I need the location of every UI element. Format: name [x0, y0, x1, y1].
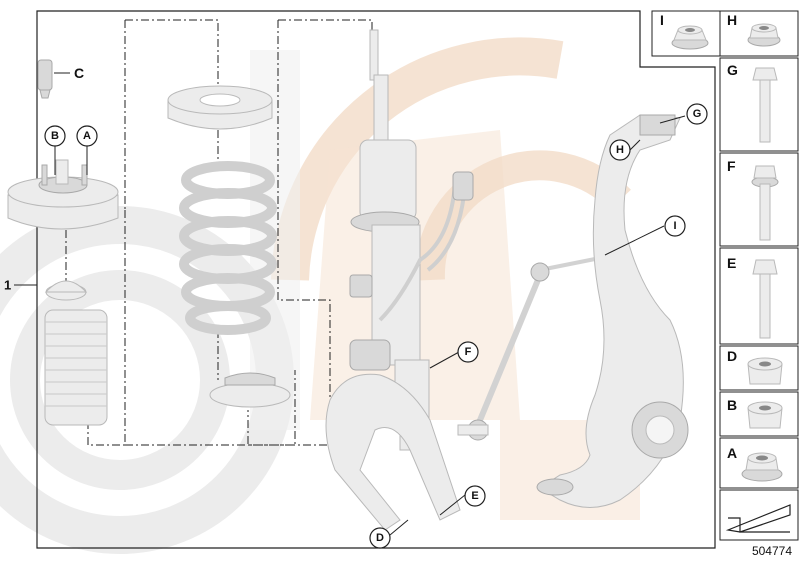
callout-g-label: G	[693, 108, 702, 120]
legend-panel	[651, 10, 799, 541]
flange-nut-i-icon	[671, 25, 709, 50]
callout-f-label: F	[465, 346, 472, 358]
hex-nut-d-icon	[747, 357, 783, 385]
item-1-label: 1	[4, 278, 11, 293]
upper-spring-seat	[167, 85, 273, 130]
callout-b: B	[44, 125, 66, 147]
callout-g: G	[686, 103, 708, 125]
callout-a-label: A	[83, 130, 91, 142]
coil-spring	[179, 161, 277, 335]
callout-a: A	[76, 125, 98, 147]
callout-i-label: I	[673, 220, 676, 232]
legend-letter-i: I	[660, 12, 664, 28]
callout-c: C	[74, 65, 84, 81]
dust-boot	[44, 280, 108, 426]
legend-letter-d: D	[727, 348, 737, 364]
legend-letter-g: G	[727, 62, 738, 78]
collar-nut-a-icon	[741, 452, 783, 482]
legend-letter-a: A	[727, 445, 737, 461]
lower-spring-seat	[209, 372, 291, 408]
stabilizer-link	[457, 256, 601, 441]
flange-nut-h-icon	[747, 23, 781, 47]
leader-lines	[54, 72, 686, 536]
callout-d: D	[369, 527, 391, 549]
watermark	[0, 37, 640, 554]
legend-letter-h: H	[727, 12, 737, 28]
item-1-bracket	[14, 11, 38, 548]
callout-c-label: C	[74, 65, 84, 81]
legend-letter-e: E	[727, 255, 736, 271]
callout-e-label: E	[471, 490, 478, 502]
flange-bolt-f-icon	[751, 165, 779, 241]
top-mount	[7, 159, 119, 230]
self-locking-nut-b-icon	[747, 401, 783, 429]
callout-h: H	[609, 139, 631, 161]
diagram-id: 504774	[751, 544, 792, 558]
legend-letter-f: F	[727, 158, 736, 174]
part-c-cap	[37, 59, 53, 99]
callout-f: F	[457, 341, 479, 363]
callout-h-label: H	[616, 144, 624, 156]
steering-knuckle	[536, 114, 689, 508]
long-hex-bolt-g-icon	[752, 67, 778, 143]
callout-d-label: D	[376, 532, 384, 544]
legend-letter-b: B	[727, 397, 737, 413]
fork-bracket	[325, 373, 461, 531]
direction-arrow-icon	[725, 504, 791, 533]
hex-bolt-e-icon	[752, 259, 778, 339]
callout-b-label: B	[51, 130, 59, 142]
callout-i: I	[664, 215, 686, 237]
callout-e: E	[464, 485, 486, 507]
